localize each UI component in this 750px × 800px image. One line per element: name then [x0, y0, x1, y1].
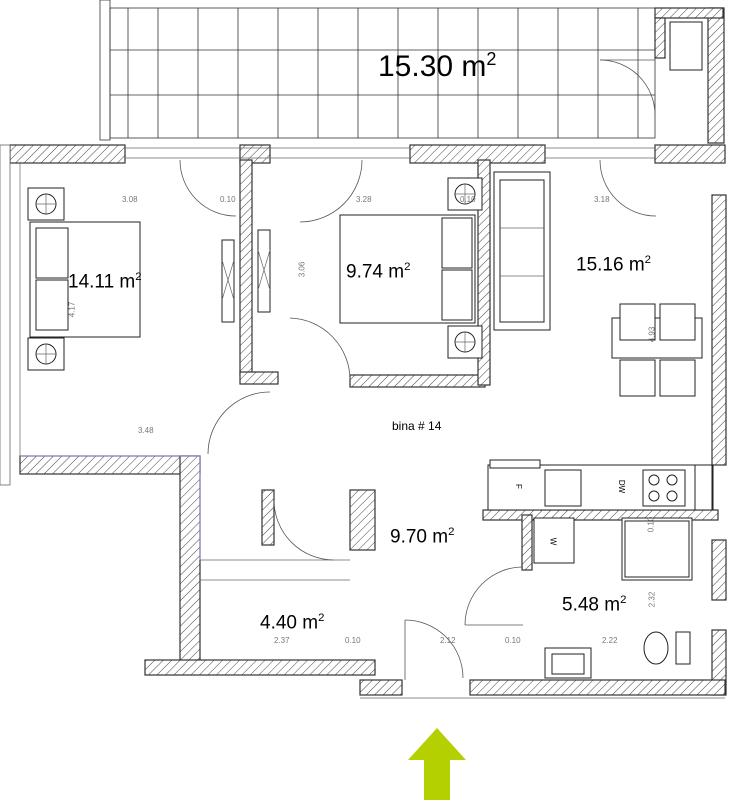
- wall-bed1-bottom-stub: [239, 371, 279, 385]
- terrace-wall-inner: [654, 17, 666, 59]
- dim-label: 2.32: [647, 591, 657, 608]
- terrace-storage-unit: [669, 21, 703, 71]
- area-label-bathroom: 5.48 m2: [562, 594, 627, 616]
- apartment-label: bina # 14: [392, 419, 442, 433]
- dim-label: 2.22: [602, 636, 618, 645]
- bed-double-2: [339, 214, 476, 324]
- outline-purple: [20, 455, 201, 560]
- dim-label: 3.08: [122, 195, 138, 204]
- wall-bed1-right: [239, 159, 253, 376]
- dim-label: 2.12: [440, 636, 456, 645]
- terrace-wall-top: [654, 7, 724, 19]
- area-label-terrace: 15.30 m2: [378, 49, 497, 83]
- fridge-label: F: [513, 484, 523, 489]
- nightstand-lamp-3: [447, 177, 483, 211]
- wall-hall-mid: [349, 489, 376, 551]
- wall-right: [711, 194, 727, 466]
- sofa: [493, 171, 551, 331]
- dim-label: 0.10: [646, 516, 656, 533]
- wardrobe-right: [257, 229, 271, 313]
- area-label-living-room: 15.16 m2: [576, 254, 651, 276]
- kitchen-counter: [487, 459, 714, 511]
- area-label-hallway: 9.70 m2: [390, 526, 455, 548]
- washing-machine: [533, 517, 575, 564]
- washer-label: W: [548, 537, 558, 546]
- shower: [621, 517, 693, 581]
- dim-label: 4.93: [647, 326, 657, 343]
- wall-bottom-left: [19, 455, 201, 475]
- bed-double-1: [29, 221, 141, 338]
- wall-left-vertical-2: [179, 455, 201, 662]
- dim-label: 2.37: [274, 636, 290, 645]
- dim-label: 0.10: [505, 636, 521, 645]
- toilet: [643, 631, 691, 665]
- dim-label: 0.10: [220, 195, 236, 204]
- wall-bath-left: [521, 514, 533, 571]
- wall-bottom-entry-right: [469, 679, 726, 696]
- wall-top-right: [654, 144, 726, 164]
- nightstand-lamp-4: [447, 325, 483, 359]
- wardrobe-left: [221, 239, 235, 323]
- wall-top-left: [9, 144, 126, 164]
- wall-bottom-entry-left: [359, 679, 403, 696]
- dim-label: 4.17: [67, 301, 77, 318]
- dim-label: 3.06: [297, 261, 307, 278]
- dishwasher-label: DW: [617, 479, 627, 494]
- wall-top-mid: [239, 144, 271, 164]
- dim-label: 3.28: [356, 195, 372, 204]
- terrace-wall-right: [707, 7, 725, 144]
- area-label-bedroom-2: 9.74 m2: [346, 261, 411, 283]
- door-swings: [179, 159, 657, 680]
- nightstand-lamp-1: [27, 187, 65, 221]
- dim-label: 3.48: [138, 426, 154, 435]
- dim-label: 0.10: [345, 636, 361, 645]
- area-label-bedroom-1: 14.11 m2: [68, 271, 142, 293]
- wall-left-outer: [0, 144, 11, 486]
- arrow-up-icon: [408, 728, 466, 800]
- sink: [544, 647, 592, 679]
- dim-label: 3.18: [594, 195, 610, 204]
- area-label-storage: 4.40 m2: [260, 612, 325, 634]
- wall-bottom-storage: [144, 659, 376, 676]
- dining-table: [611, 303, 703, 397]
- wall-right-lower: [711, 539, 727, 601]
- terrace-tile-grid: [99, 0, 656, 141]
- dim-label: 0.10: [460, 195, 476, 204]
- wall-storage-right: [261, 489, 275, 546]
- nightstand-lamp-2: [27, 337, 65, 371]
- wall-bed2-bottom: [349, 374, 486, 388]
